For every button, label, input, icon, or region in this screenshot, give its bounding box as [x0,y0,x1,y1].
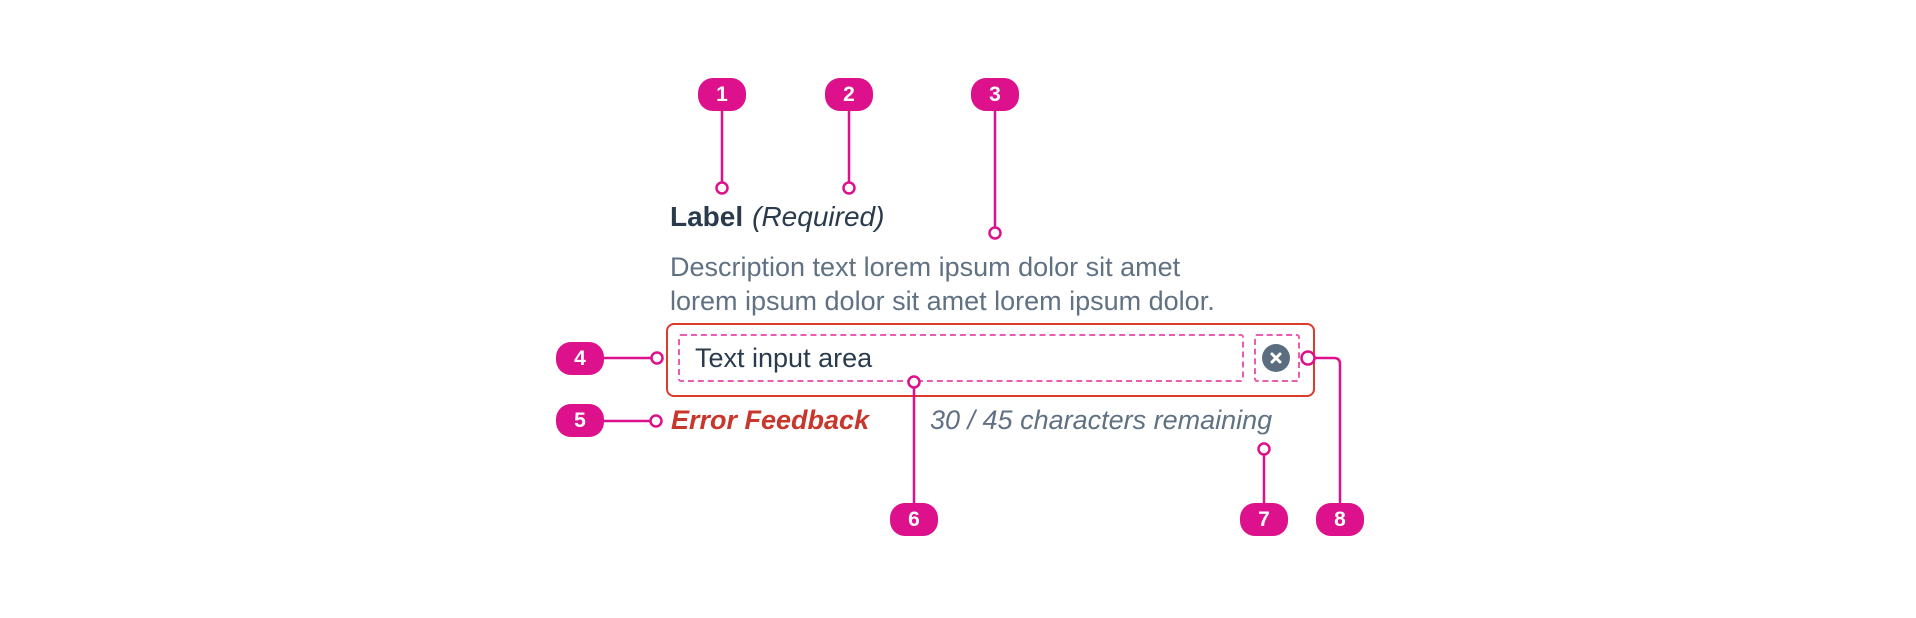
annotation-endpoint-3 [988,226,1002,240]
annotation-endpoint-2 [842,181,856,195]
error-feedback-text: Error Feedback [671,405,870,435]
required-indicator: (Required) [752,201,885,232]
annotation-line-8 [1315,356,1342,503]
annotation-marker-1: 1 [698,78,746,111]
annotation-marker-6: 6 [890,503,938,536]
field-label: Label [670,201,744,232]
field-description: Description text lorem ipsum dolor sit a… [670,250,1215,318]
annotation-marker-3: 3 [971,78,1019,111]
clear-button[interactable] [1262,344,1290,372]
annotation-marker-4: 4 [556,342,604,375]
field-description-line-2: lorem ipsum dolor sit amet lorem ipsum d… [670,286,1215,316]
annotation-marker-7: 7 [1240,503,1288,536]
annotation-endpoint-1 [715,181,729,195]
text-input-area-outline [678,334,1244,382]
annotation-marker-2: 2 [825,78,873,111]
field-label-row: Label (Required) [670,201,884,233]
input-value[interactable]: Text input area [695,343,873,373]
clear-button-outline [1254,334,1300,382]
annotation-marker-5: 5 [556,404,604,437]
field-description-line-1: Description text lorem ipsum dolor sit a… [670,252,1181,282]
annotation-endpoint-5 [649,414,663,428]
clear-x-icon [1270,352,1282,364]
annotation-endpoint-4 [650,351,664,365]
annotation-marker-8: 8 [1316,503,1364,536]
annotation-endpoint-7 [1257,442,1271,456]
character-counter-text: 30 / 45 characters remaining [930,405,1273,435]
